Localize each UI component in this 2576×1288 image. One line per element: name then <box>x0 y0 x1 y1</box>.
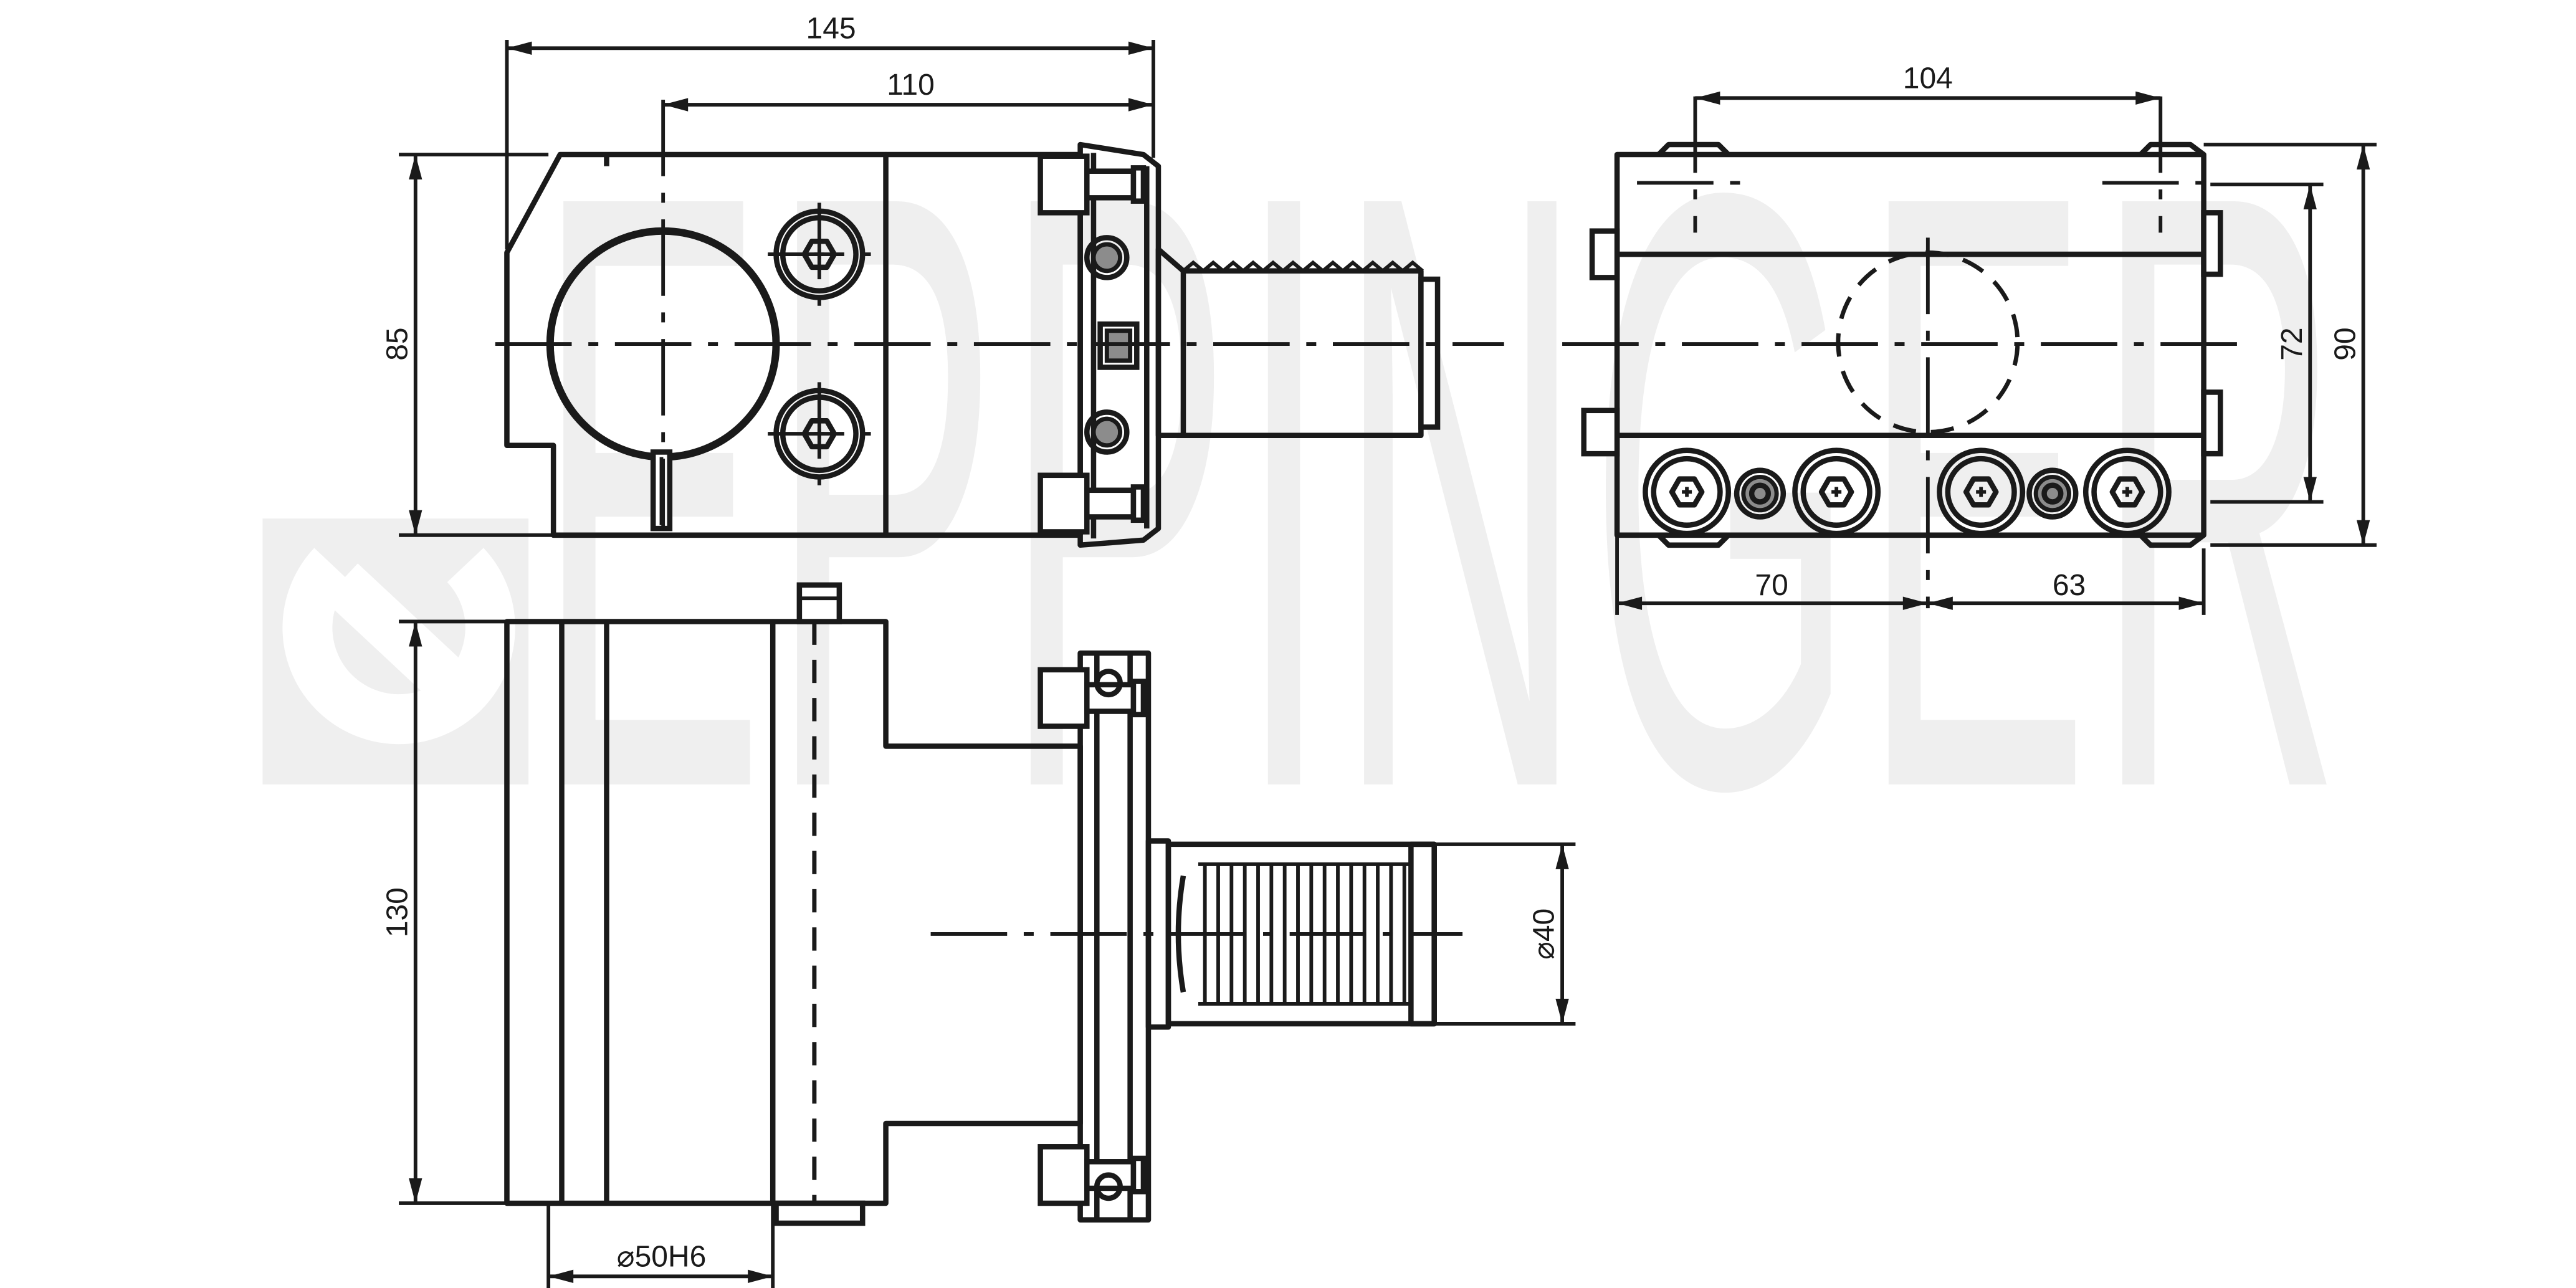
dim-label-145: 145 <box>806 12 856 45</box>
dim-label-72: 72 <box>2276 327 2309 360</box>
dim-label-110: 110 <box>887 69 935 102</box>
dim-label-dia40: ⌀40 <box>1528 909 1561 960</box>
dim-label-85: 85 <box>381 327 414 360</box>
dim-label-90: 90 <box>2329 327 2362 360</box>
dimension-lines <box>399 40 2377 1288</box>
dim-label-70: 70 <box>1755 569 1788 602</box>
side-view <box>504 582 1463 1226</box>
lube-nipple <box>796 582 842 624</box>
top-view <box>495 100 1504 548</box>
dimension-labels: 145 110 85 104 72 90 70 63 130 ⌀40 ⌀50H6 <box>381 12 2362 1273</box>
dim-label-dia50h6: ⌀50H6 <box>617 1240 707 1273</box>
dim-label-63: 63 <box>2053 569 2086 602</box>
pin-left-lower <box>1581 408 1620 457</box>
front-view <box>1562 96 2251 609</box>
pin-left-upper <box>1589 228 1620 280</box>
dim-label-130: 130 <box>381 887 414 937</box>
dim-label-104: 104 <box>1903 62 1953 95</box>
